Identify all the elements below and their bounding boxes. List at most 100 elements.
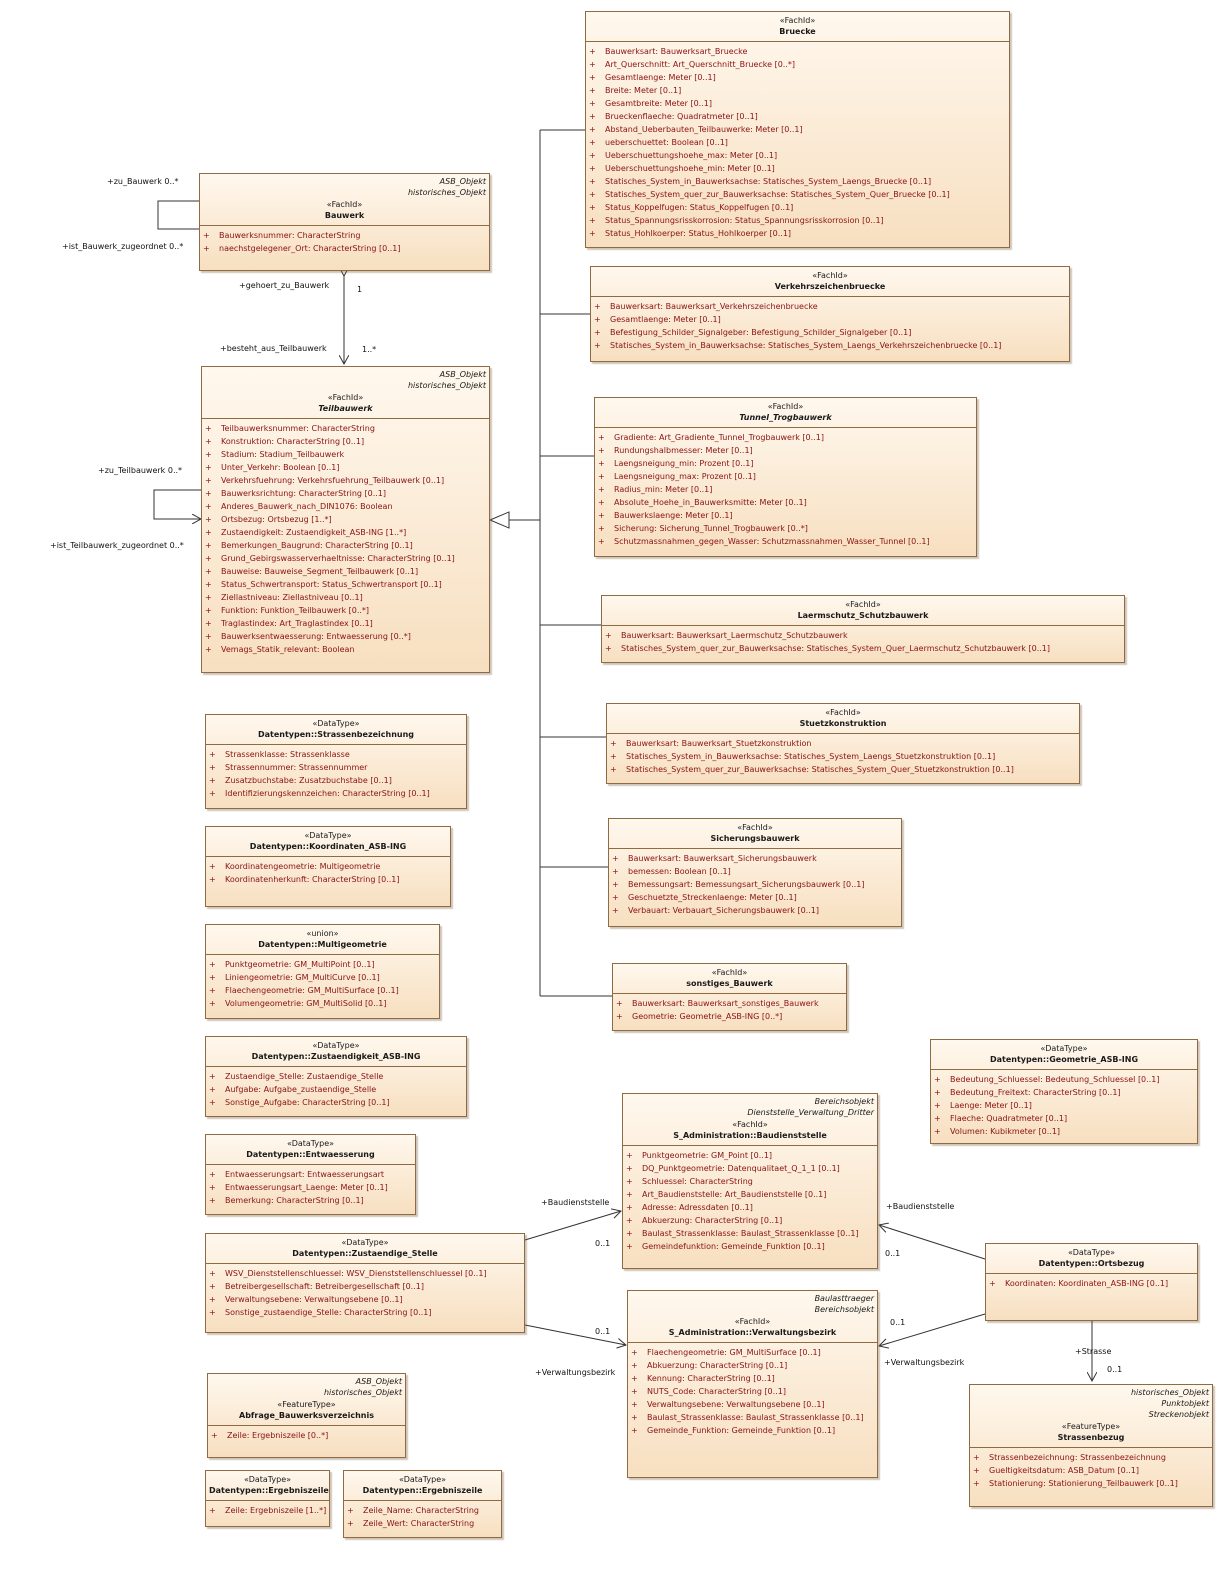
attribute-row[interactable]: +Volumen: Kubikmeter [0..1] xyxy=(934,1125,1194,1138)
attribute-row[interactable]: +Baulast_Strassenklasse: Baulast_Strasse… xyxy=(631,1411,874,1424)
attribute-row[interactable]: +Identifizierungskennzeichen: CharacterS… xyxy=(209,787,463,800)
attribute-row[interactable]: +Flaechengeometrie: GM_MultiSurface [0..… xyxy=(209,984,436,997)
attribute-row[interactable]: +Ziellastniveau: Ziellastniveau [0..1] xyxy=(205,591,486,604)
class-geometrie-asb-ing[interactable]: «DataType»Datentypen::Geometrie_ASB-ING+… xyxy=(930,1039,1198,1144)
attribute-row[interactable]: +Status_Koppelfugen: Status_Koppelfugen … xyxy=(589,201,1006,214)
attribute-row[interactable]: +Sonstige_zustaendige_Stelle: CharacterS… xyxy=(209,1306,521,1319)
attribute-row[interactable]: +Zeile: Ergebniszeile [0..*] xyxy=(211,1429,402,1442)
attribute-row[interactable]: +Gradiente: Art_Gradiente_Tunnel_Trogbau… xyxy=(598,431,973,444)
attribute-row[interactable]: +Schutzmassnahmen_gegen_Wasser: Schutzma… xyxy=(598,535,973,548)
attribute-row[interactable]: +Bemerkung: CharacterString [0..1] xyxy=(209,1194,412,1207)
attribute-row[interactable]: +Abstand_Ueberbauten_Teilbauwerke: Meter… xyxy=(589,123,1006,136)
attribute-row[interactable]: +Radius_min: Meter [0..1] xyxy=(598,483,973,496)
attribute-row[interactable]: +Laenge: Meter [0..1] xyxy=(934,1099,1194,1112)
attribute-row[interactable]: +Entwaesserungsart_Laenge: Meter [0..1] xyxy=(209,1181,412,1194)
class-sicherungsbauwerk[interactable]: «FachId»Sicherungsbauwerk+Bauwerksart: B… xyxy=(608,818,902,927)
attribute-row[interactable]: +Ortsbezug: Ortsbezug [1..*] xyxy=(205,513,486,526)
attribute-row[interactable]: +naechstgelegener_Ort: CharacterString [… xyxy=(203,242,486,255)
class-bruecke[interactable]: «FachId»Bruecke+Bauwerksart: Bauwerksart… xyxy=(585,11,1010,248)
attribute-row[interactable]: +bemessen: Boolean [0..1] xyxy=(612,865,898,878)
attribute-row[interactable]: +Zeile_Name: CharacterString xyxy=(347,1504,498,1517)
class-ergebniszeile-b[interactable]: «DataType»Datentypen::Ergebniszeile+Zeil… xyxy=(343,1470,502,1538)
attribute-row[interactable]: +Laengsneigung_max: Prozent [0..1] xyxy=(598,470,973,483)
attribute-row[interactable]: +Abkuerzung: CharacterString [0..1] xyxy=(631,1359,874,1372)
attribute-row[interactable]: +Kennung: CharacterString [0..1] xyxy=(631,1372,874,1385)
attribute-row[interactable]: +DQ_Punktgeometrie: Datenqualitaet_Q_1_1… xyxy=(626,1162,874,1175)
attribute-row[interactable]: +Adresse: Adressdaten [0..1] xyxy=(626,1201,874,1214)
attribute-row[interactable]: +Brueckenflaeche: Quadratmeter [0..1] xyxy=(589,110,1006,123)
class-zustaendige-stelle[interactable]: «DataType»Datentypen::Zustaendige_Stelle… xyxy=(205,1233,525,1333)
class-entwaesserung[interactable]: «DataType»Datentypen::Entwaesserung+Entw… xyxy=(205,1134,416,1215)
attribute-row[interactable]: +WSV_Dienststellenschluessel: WSV_Dienst… xyxy=(209,1267,521,1280)
class-strassenbezeichnung[interactable]: «DataType»Datentypen::Strassenbezeichnun… xyxy=(205,714,467,809)
class-ergebniszeile-a[interactable]: «DataType»Datentypen::Ergebniszeile+Zeil… xyxy=(205,1470,330,1527)
attribute-row[interactable]: +Bedeutung_Schluessel: Bedeutung_Schlues… xyxy=(934,1073,1194,1086)
attribute-row[interactable]: +Absolute_Hoehe_in_Bauwerksmitte: Meter … xyxy=(598,496,973,509)
attribute-row[interactable]: +Rundungshalbmesser: Meter [0..1] xyxy=(598,444,973,457)
attribute-row[interactable]: +Konstruktion: CharacterString [0..1] xyxy=(205,435,486,448)
attribute-row[interactable]: +Flaeche: Quadratmeter [0..1] xyxy=(934,1112,1194,1125)
attribute-row[interactable]: +Liniengeometrie: GM_MultiCurve [0..1] xyxy=(209,971,436,984)
attribute-row[interactable]: +Traglastindex: Art_Traglastindex [0..1] xyxy=(205,617,486,630)
attribute-row[interactable]: +Strassennummer: Strassennummer xyxy=(209,761,463,774)
attribute-row[interactable]: +Zustaendigkeit: Zustaendigkeit_ASB-ING … xyxy=(205,526,486,539)
attribute-row[interactable]: +Zeile_Wert: CharacterString xyxy=(347,1517,498,1530)
attribute-row[interactable]: +Geometrie: Geometrie_ASB-ING [0..*] xyxy=(616,1010,843,1023)
attribute-row[interactable]: +Anderes_Bauwerk_nach_DIN1076: Boolean xyxy=(205,500,486,513)
attribute-row[interactable]: +Ueberschuettungshoehe_max: Meter [0..1] xyxy=(589,149,1006,162)
class-sonstiges-bauwerk[interactable]: «FachId»sonstiges_Bauwerk+Bauwerksart: B… xyxy=(612,963,847,1031)
attribute-row[interactable]: +Bauwerksart: Bauwerksart_Verkehrszeiche… xyxy=(594,300,1066,313)
class-verkehrszeichenbruecke[interactable]: «FachId»Verkehrszeichenbruecke+Bauwerksa… xyxy=(590,266,1070,362)
attribute-row[interactable]: +Stadium: Stadium_Teilbauwerk xyxy=(205,448,486,461)
attribute-row[interactable]: +Zustaendige_Stelle: Zustaendige_Stelle xyxy=(209,1070,463,1083)
attribute-row[interactable]: +NUTS_Code: CharacterString [0..1] xyxy=(631,1385,874,1398)
attribute-row[interactable]: +Bauwerksentwaesserung: Entwaesserung [0… xyxy=(205,630,486,643)
attribute-row[interactable]: +Bauwerksrichtung: CharacterString [0..1… xyxy=(205,487,486,500)
attribute-row[interactable]: +Grund_Gebirgswasserverhaeltnisse: Chara… xyxy=(205,552,486,565)
attribute-row[interactable]: +Zusatzbuchstabe: Zusatzbuchstabe [0..1] xyxy=(209,774,463,787)
attribute-row[interactable]: +Strassenklasse: Strassenklasse xyxy=(209,748,463,761)
attribute-row[interactable]: +Vemags_Statik_relevant: Boolean xyxy=(205,643,486,656)
attribute-row[interactable]: +Abkuerzung: CharacterString [0..1] xyxy=(626,1214,874,1227)
attribute-row[interactable]: +Verwaltungsebene: Verwaltungsebene [0..… xyxy=(209,1293,521,1306)
attribute-row[interactable]: +Baulast_Strassenklasse: Baulast_Strasse… xyxy=(626,1227,874,1240)
attribute-row[interactable]: +Stationierung: Stationierung_Teilbauwer… xyxy=(973,1477,1209,1490)
attribute-row[interactable]: +Bauwerkslaenge: Meter [0..1] xyxy=(598,509,973,522)
class-multigeometrie[interactable]: «union»Datentypen::Multigeometrie+Punktg… xyxy=(205,924,440,1019)
attribute-row[interactable]: +Entwaesserungsart: Entwaesserungsart xyxy=(209,1168,412,1181)
attribute-row[interactable]: +Ueberschuettungshoehe_min: Meter [0..1] xyxy=(589,162,1006,175)
attribute-row[interactable]: +Koordinatenherkunft: CharacterString [0… xyxy=(209,873,447,886)
attribute-row[interactable]: +Statisches_System_quer_zur_Bauwerksachs… xyxy=(605,642,1121,655)
attribute-row[interactable]: +Gesamtlaenge: Meter [0..1] xyxy=(594,313,1066,326)
attribute-row[interactable]: +Betreibergesellschaft: Betreibergesells… xyxy=(209,1280,521,1293)
attribute-row[interactable]: +Punktgeometrie: GM_MultiPoint [0..1] xyxy=(209,958,436,971)
attribute-row[interactable]: +Gemeinde_Funktion: Gemeinde_Funktion [0… xyxy=(631,1424,874,1437)
attribute-row[interactable]: +Flaechengeometrie: GM_MultiSurface [0..… xyxy=(631,1346,874,1359)
attribute-row[interactable]: +Geschuetzte_Streckenlaenge: Meter [0..1… xyxy=(612,891,898,904)
attribute-row[interactable]: +Status_Hohlkoerper: Status_Hohlkoerper … xyxy=(589,227,1006,240)
attribute-row[interactable]: +Verkehrsfuehrung: Verkehrsfuehrung_Teil… xyxy=(205,474,486,487)
attribute-row[interactable]: +Koordinaten: Koordinaten_ASB-ING [0..1] xyxy=(989,1277,1194,1290)
attribute-row[interactable]: +Statisches_System_quer_zur_Bauwerksachs… xyxy=(610,763,1076,776)
class-zustaendigkeit-asb-ing[interactable]: «DataType»Datentypen::Zustaendigkeit_ASB… xyxy=(205,1036,467,1117)
attribute-row[interactable]: +Bauwerksart: Bauwerksart_Bruecke xyxy=(589,45,1006,58)
attribute-row[interactable]: +Bauwerksart: Bauwerksart_Stuetzkonstruk… xyxy=(610,737,1076,750)
attribute-row[interactable]: +Statisches_System_in_Bauwerksachse: Sta… xyxy=(589,175,1006,188)
attribute-row[interactable]: +Gemeindefunktion: Gemeinde_Funktion [0.… xyxy=(626,1240,874,1253)
attribute-row[interactable]: +Sicherung: Sicherung_Tunnel_Trogbauwerk… xyxy=(598,522,973,535)
class-tunnel-trogbauwerk[interactable]: «FachId»Tunnel_Trogbauwerk+Gradiente: Ar… xyxy=(594,397,977,557)
attribute-row[interactable]: +Koordinatengeometrie: Multigeometrie xyxy=(209,860,447,873)
attribute-row[interactable]: +Zeile: Ergebniszeile [1..*] xyxy=(209,1504,326,1517)
attribute-row[interactable]: +Befestigung_Schilder_Signalgeber: Befes… xyxy=(594,326,1066,339)
attribute-row[interactable]: +Aufgabe: Aufgabe_zustaendige_Stelle xyxy=(209,1083,463,1096)
attribute-row[interactable]: +Breite: Meter [0..1] xyxy=(589,84,1006,97)
attribute-row[interactable]: +Art_Baudienststelle: Art_Baudienststell… xyxy=(626,1188,874,1201)
attribute-row[interactable]: +Gesamtlaenge: Meter [0..1] xyxy=(589,71,1006,84)
class-laermschutz-schutzbauwerk[interactable]: «FachId»Laermschutz_Schutzbauwerk+Bauwer… xyxy=(601,595,1125,663)
class-stuetzkonstruktion[interactable]: «FachId»Stuetzkonstruktion+Bauwerksart: … xyxy=(606,703,1080,784)
